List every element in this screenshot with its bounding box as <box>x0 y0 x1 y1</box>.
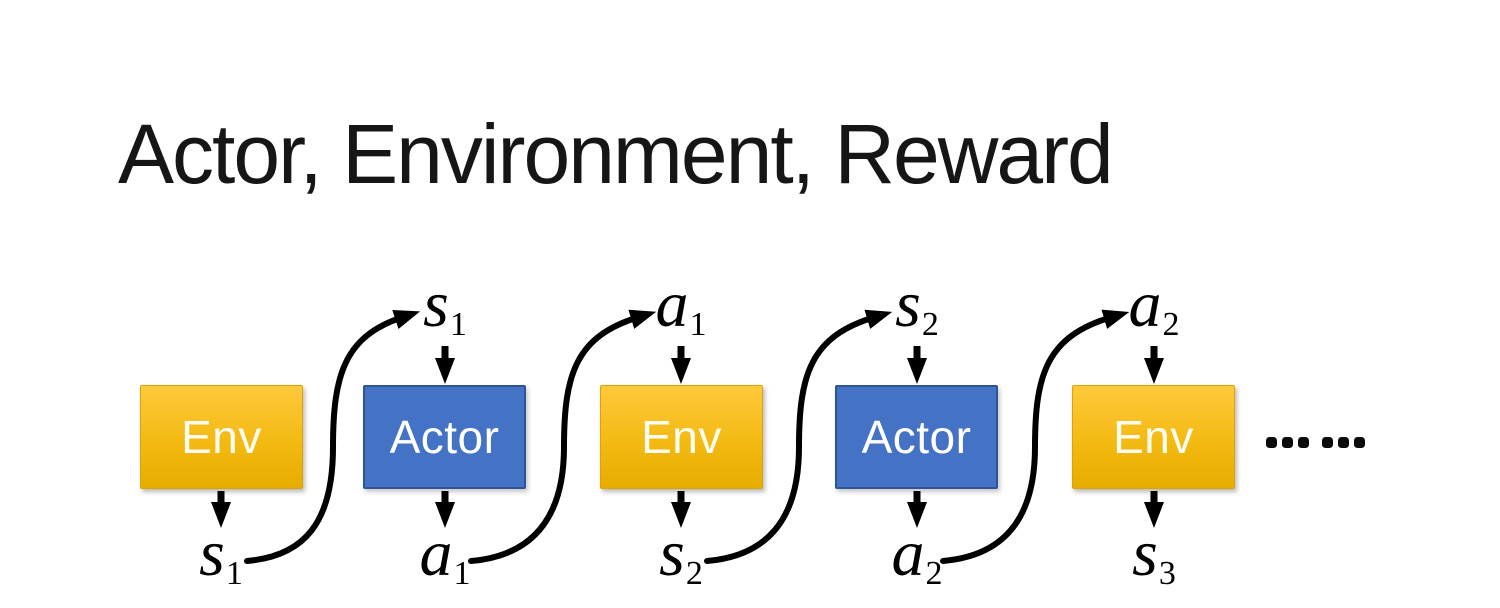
bottom-label-a1: a1 <box>383 521 507 591</box>
env-box-2-label: Env <box>641 411 722 463</box>
math-base: s <box>895 268 921 341</box>
dot <box>1282 437 1293 448</box>
env-box-1-label: Env <box>181 411 262 463</box>
bottom-label-s1: s1 <box>159 521 283 591</box>
env-box-2: Env <box>600 385 763 489</box>
math-base: s <box>423 268 449 341</box>
actor-box-2-label: Actor <box>861 411 972 463</box>
math-sub: 2 <box>925 555 943 592</box>
math-base: a <box>1128 268 1162 341</box>
math-sub: 1 <box>225 555 243 592</box>
math-base: s <box>1132 517 1158 590</box>
actor-box-1: Actor <box>363 385 526 489</box>
math-base: a <box>655 268 689 341</box>
dot <box>1338 437 1349 448</box>
math-sub: 2 <box>1162 306 1180 343</box>
actor-box-2: Actor <box>835 385 998 489</box>
slide-title: Actor, Environment, Reward <box>118 107 1114 201</box>
math-base: a <box>419 517 453 590</box>
dot <box>1266 437 1277 448</box>
math-sub: 1 <box>689 306 707 343</box>
math-sub: 2 <box>921 306 939 343</box>
actor-box-1-label: Actor <box>389 411 500 463</box>
math-sub: 1 <box>449 306 467 343</box>
math-base: s <box>199 517 225 590</box>
math-base: a <box>891 517 925 590</box>
env-box-3: Env <box>1072 385 1235 489</box>
dot <box>1298 437 1309 448</box>
bottom-label-s3: s3 <box>1092 521 1216 591</box>
top-label-s1: s1 <box>383 272 507 342</box>
ellipsis-dots <box>1266 437 1370 448</box>
top-label-a1: a1 <box>619 272 743 342</box>
math-base: s <box>659 517 685 590</box>
math-sub: 2 <box>685 555 703 592</box>
math-sub: 1 <box>453 555 471 592</box>
dot <box>1322 437 1333 448</box>
dot <box>1354 437 1365 448</box>
top-label-a2: a2 <box>1092 272 1216 342</box>
bottom-label-a2: a2 <box>855 521 979 591</box>
math-sub: 3 <box>1158 555 1176 592</box>
env-box-1: Env <box>140 385 303 489</box>
top-label-s2: s2 <box>855 272 979 342</box>
env-box-3-label: Env <box>1113 411 1194 463</box>
bottom-label-s2: s2 <box>619 521 743 591</box>
